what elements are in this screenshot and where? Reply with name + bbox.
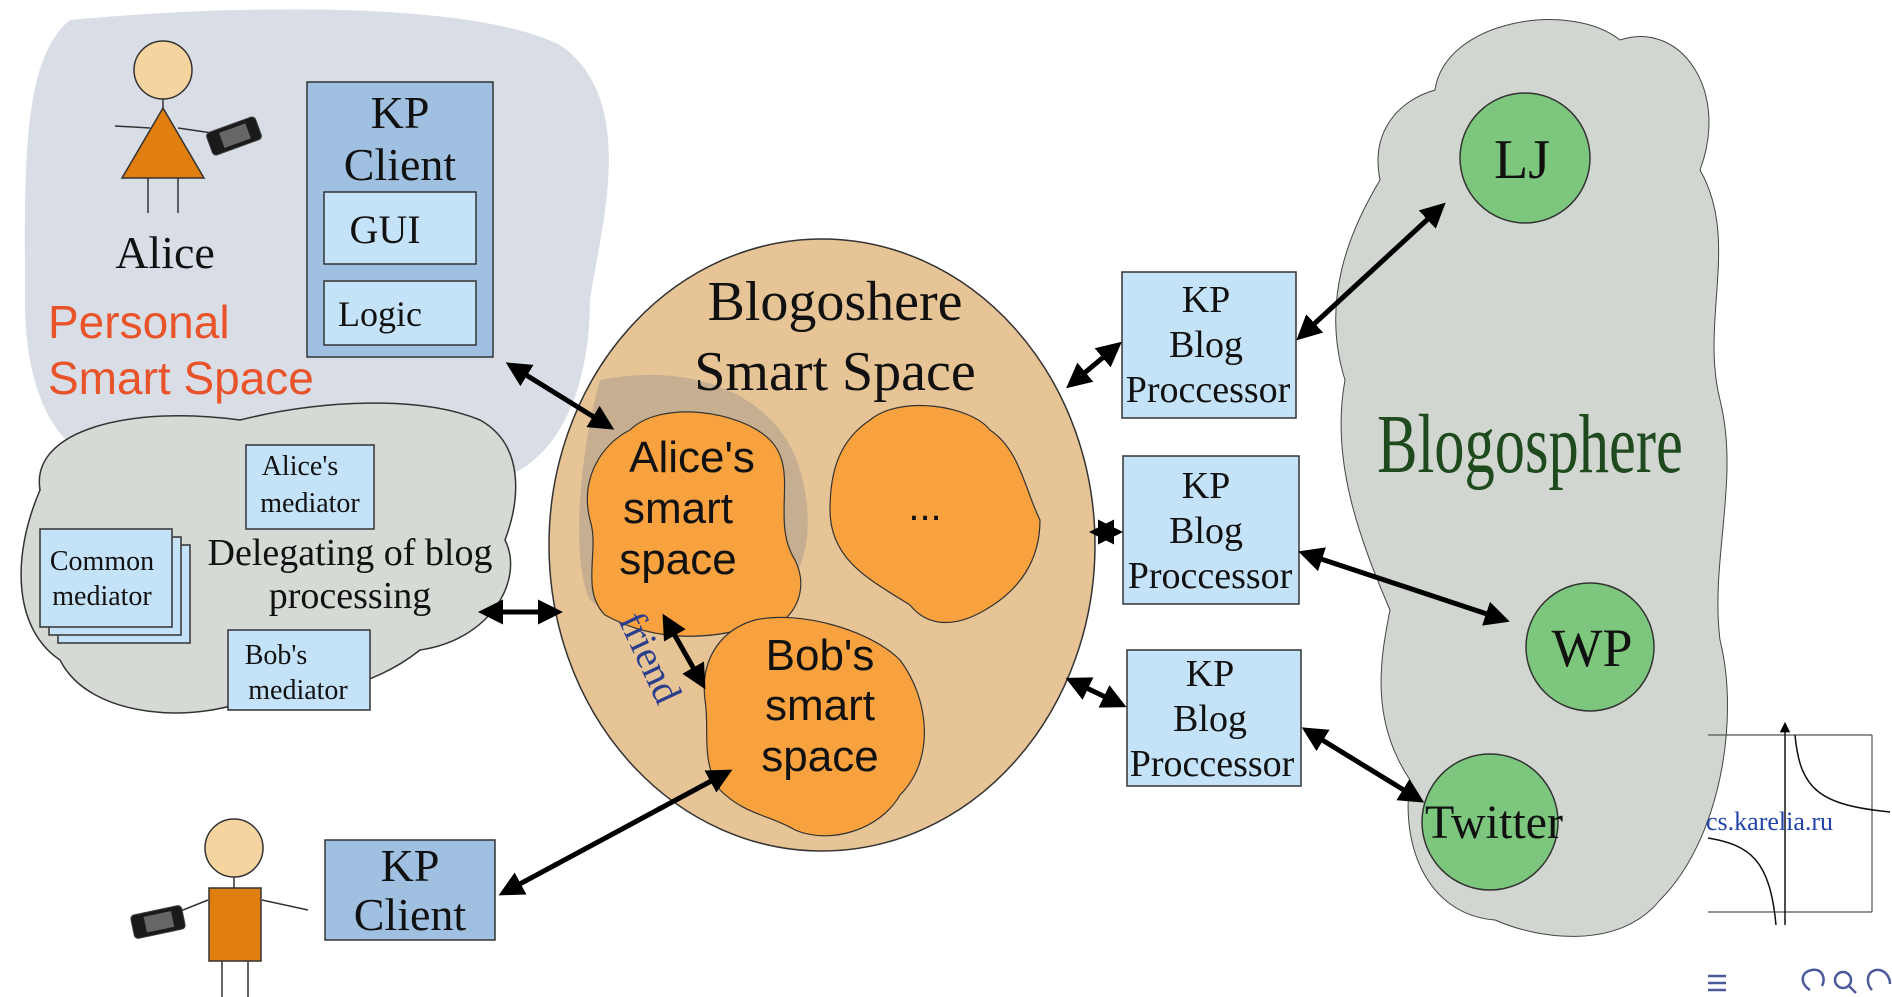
- bob-smart-space-blob: [703, 616, 925, 837]
- blog-processor-box-2: [1122, 455, 1300, 605]
- blogosphere-smart-space: [548, 238, 1096, 852]
- ellipsis-label: ...: [908, 485, 941, 529]
- nav-search-icon[interactable]: [1833, 970, 1857, 994]
- bob-smart-space-label-2: smart: [765, 681, 875, 730]
- arrow-processor-2-to-wp: [1298, 547, 1510, 626]
- alice-smart-space-label-3: space: [619, 535, 736, 584]
- arrow-space-to-processor-1: [1066, 341, 1122, 389]
- alice-mediator-box: [245, 444, 375, 530]
- bob-smart-space-label-3: space: [761, 732, 878, 781]
- wp-label: WP: [1552, 618, 1633, 678]
- bob-kp-client-box: [324, 839, 496, 941]
- gui-label: GUI: [349, 207, 420, 252]
- blog-processor-1-label-3: Proccessor: [1126, 369, 1291, 411]
- blogosphere-space-title-2: Smart Space: [694, 341, 975, 403]
- blog-processor-3-label-1: KP: [1186, 653, 1235, 695]
- alice-kp-client-title-2: Client: [344, 139, 457, 190]
- personal-space-label-1: Personal: [48, 296, 230, 348]
- wp-node: [1525, 582, 1655, 712]
- blogosphere-label: Blogosphere: [1377, 397, 1683, 490]
- arrow-processor-1-to-lj: [1296, 202, 1446, 341]
- nav-redo-icon[interactable]: [1866, 968, 1892, 991]
- ellipsis-blob: [829, 404, 1041, 624]
- common-mediator-stack: [39, 528, 191, 644]
- logic-box: [323, 280, 477, 346]
- karelia-logo: [1707, 721, 1891, 926]
- blog-processor-box-1: [1121, 271, 1297, 419]
- arrow-bob-client-to-space: [498, 769, 733, 896]
- twitter-node: [1421, 753, 1559, 891]
- nav-undo-icon[interactable]: [1801, 968, 1825, 992]
- nav-toc-icon[interactable]: [1708, 974, 1726, 992]
- lj-label: LJ: [1494, 129, 1550, 191]
- bob-phone-icon: [130, 905, 186, 939]
- gui-box: [323, 191, 477, 265]
- blog-processor-3-label-2: Blog: [1173, 698, 1247, 740]
- alice-name: Alice: [115, 227, 215, 278]
- bob-kp-client-label-1: KP: [381, 840, 440, 891]
- alice-mediator-label-1: Alice's: [262, 451, 339, 482]
- blog-processor-2-label-1: KP: [1182, 465, 1231, 507]
- arrow-friend: [662, 613, 706, 690]
- bob-figure: [177, 818, 309, 997]
- delegating-label-2: processing: [269, 575, 432, 617]
- alice-mediator-label-2: mediator: [260, 488, 360, 519]
- connection-arrows: [478, 202, 1510, 896]
- alice-smart-space-label-1: Alice's: [629, 433, 755, 482]
- arrow-processor-3-to-twitter: [1301, 727, 1425, 803]
- bob-smart-space-label-1: Bob's: [766, 631, 875, 680]
- logic-label: Logic: [338, 294, 422, 334]
- blog-processor-3-label-3: Proccessor: [1130, 743, 1295, 785]
- blogosphere-space-title-1: Blogoshere: [707, 271, 962, 333]
- common-mediator-label-2: mediator: [52, 581, 152, 612]
- arrow-alice-client-to-space: [505, 362, 615, 430]
- common-mediator-label-1: Common: [50, 546, 154, 577]
- delegating-label-1: Delegating of blog: [208, 532, 493, 574]
- blog-processor-1-label-1: KP: [1182, 279, 1231, 321]
- blog-processor-2-label-3: Proccessor: [1128, 555, 1293, 597]
- personal-space-label-2: Smart Space: [48, 352, 314, 404]
- blog-processor-box-3: [1126, 649, 1302, 787]
- lj-node: [1459, 92, 1591, 224]
- blog-processor-2-label-2: Blog: [1169, 510, 1243, 552]
- bob-mediator-label-2: mediator: [248, 675, 348, 706]
- blog-processor-1-label-2: Blog: [1169, 324, 1243, 366]
- alice-phone-icon: [206, 116, 262, 156]
- site-label: cs.karelia.ru: [1706, 807, 1833, 836]
- bob-mediator-label-1: Bob's: [245, 640, 308, 671]
- alice-figure: [114, 40, 213, 213]
- twitter-label: Twitter: [1425, 796, 1563, 849]
- alice-smart-space-label-2: smart: [623, 484, 733, 533]
- arrow-space-to-processor-3: [1065, 677, 1127, 708]
- bob-kp-client-label-2: Client: [354, 889, 467, 940]
- alice-kp-client-title-1: KP: [371, 87, 430, 138]
- bob-mediator-box: [227, 629, 371, 711]
